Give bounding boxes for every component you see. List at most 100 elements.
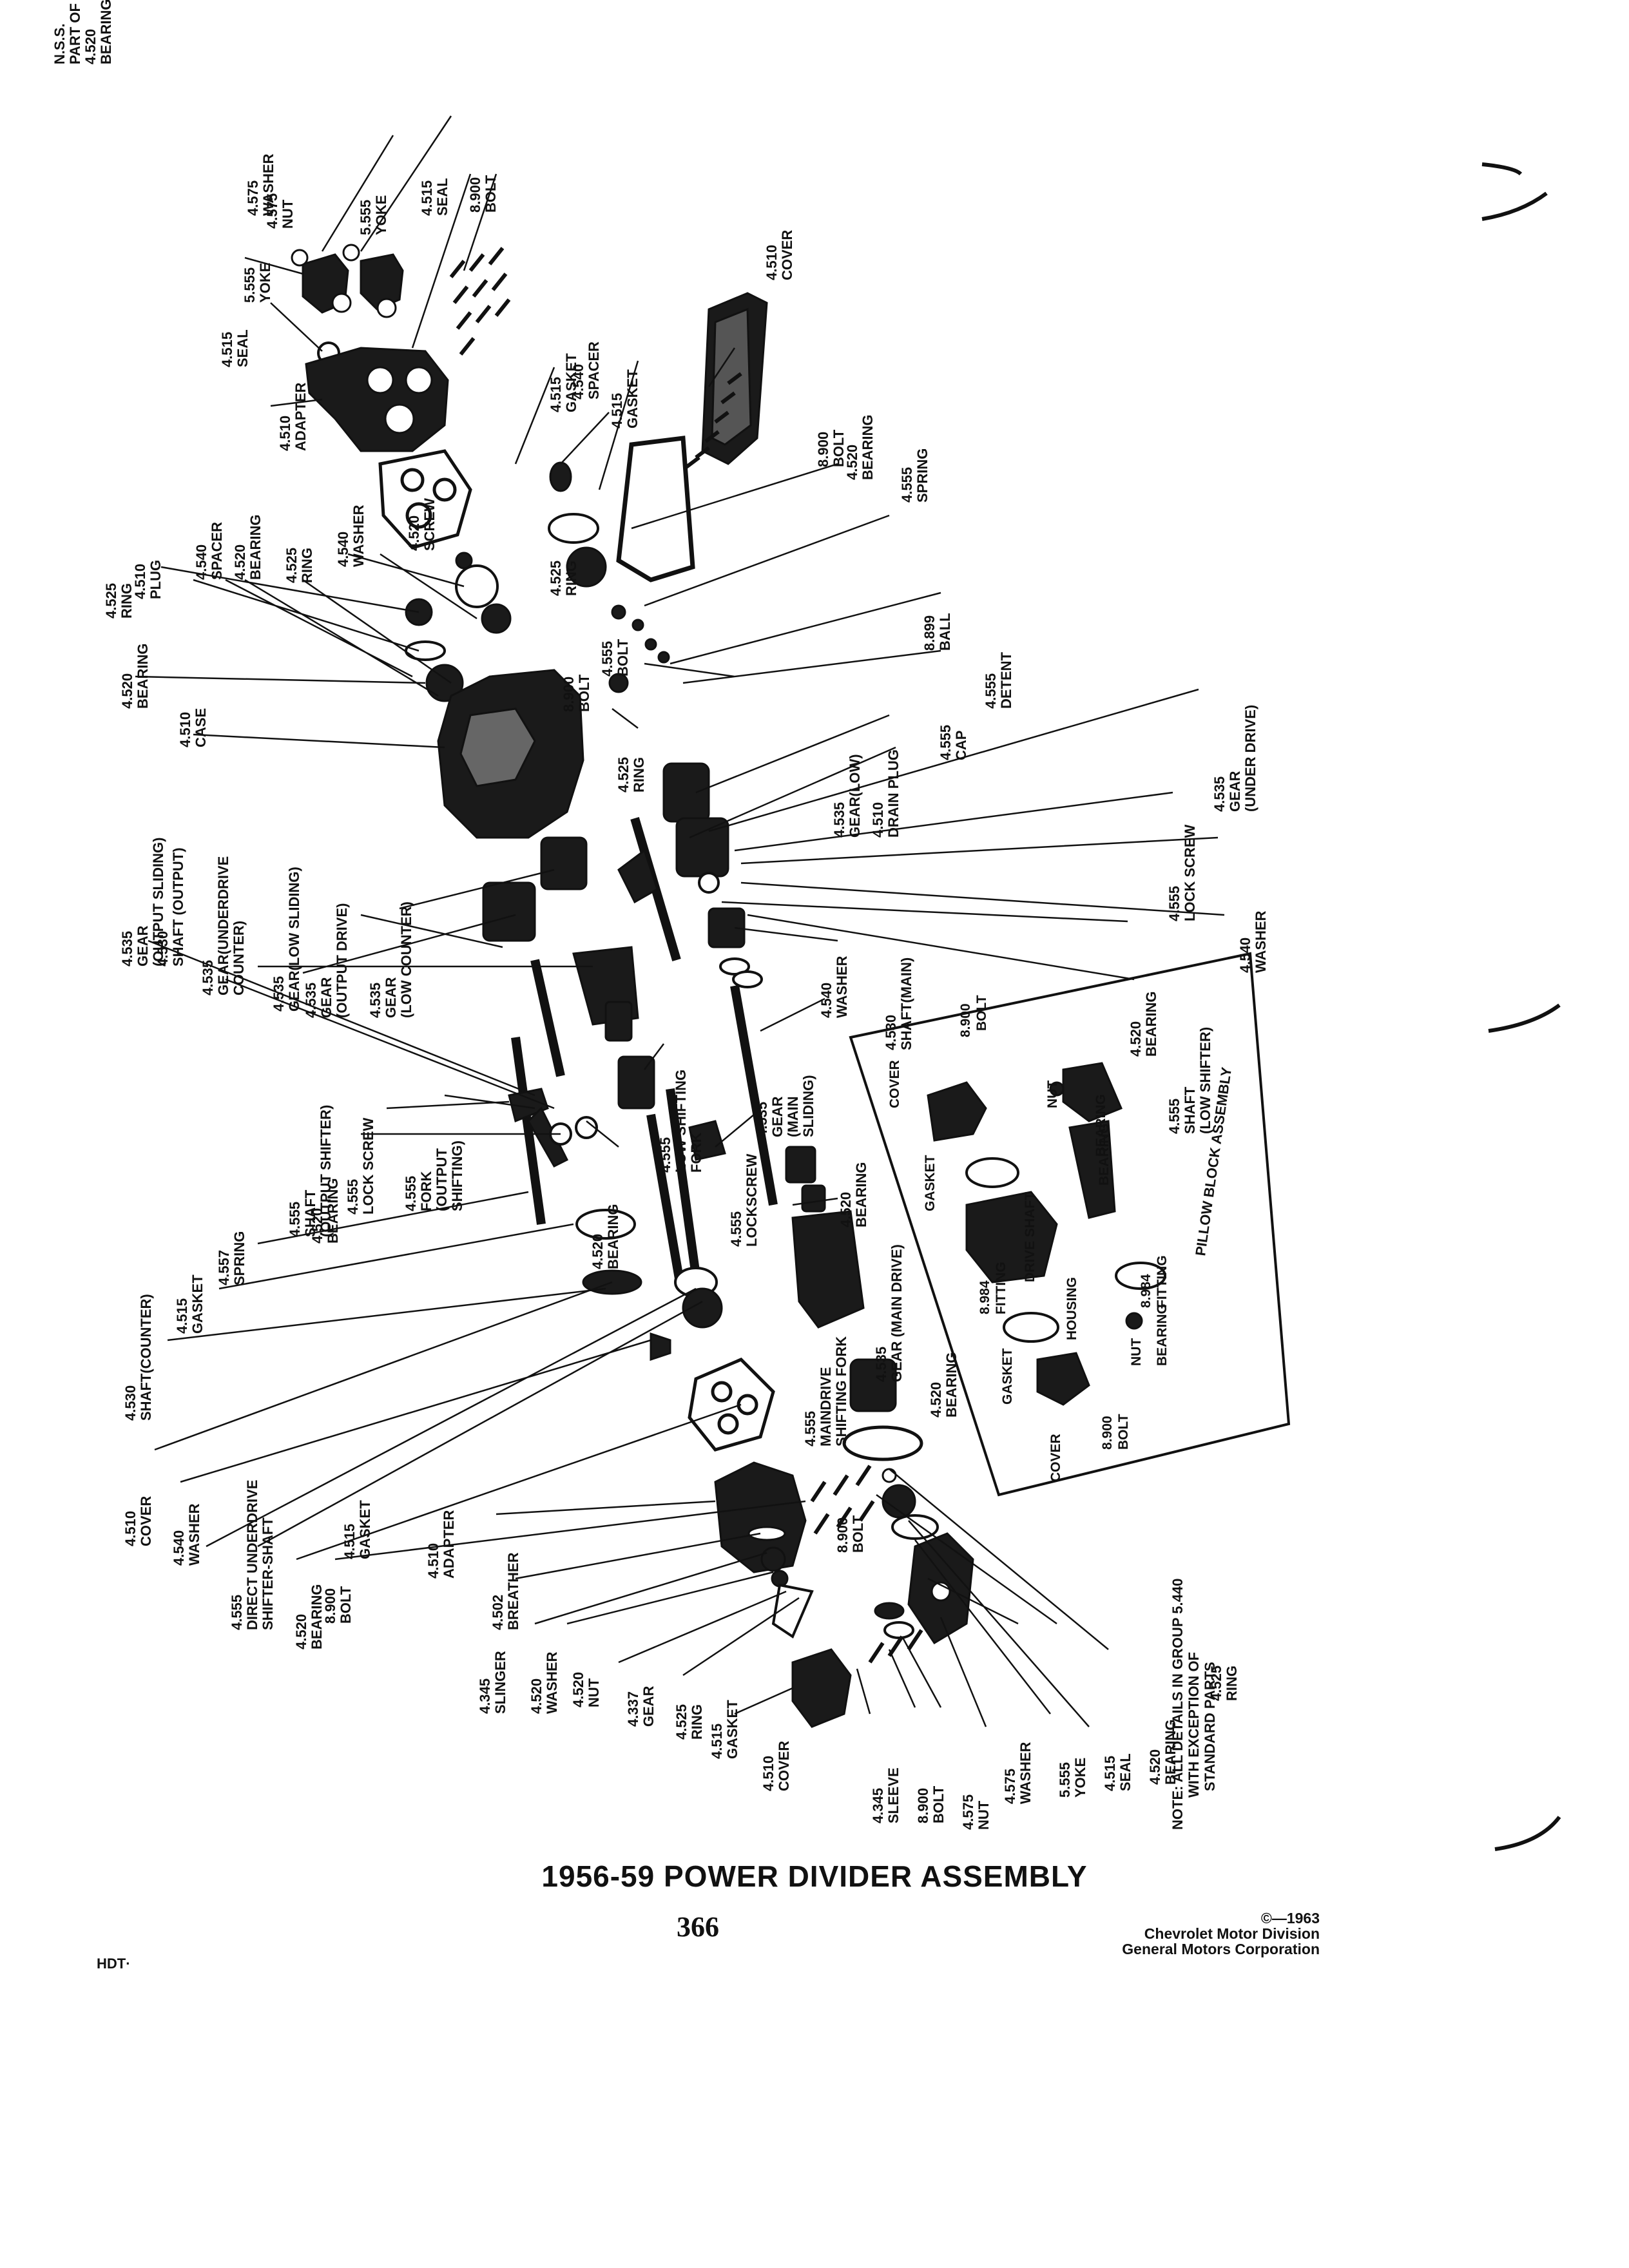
- callout-line: 4.535: [754, 1102, 770, 1137]
- callout-line: PLUG: [148, 560, 164, 599]
- callout-line: CASE: [193, 708, 209, 747]
- callout-line: 4.540: [193, 544, 209, 580]
- callout-line: SLIDING): [800, 1075, 816, 1137]
- callout-line: SHAFT (OUTPUT): [170, 847, 186, 966]
- bolt-row-cover: [685, 372, 742, 469]
- callout-line: BEARING: [605, 1204, 621, 1269]
- callout-line: 8.900: [915, 1788, 931, 1823]
- callout-line: BEARING: [1143, 992, 1159, 1057]
- callout-line: BEARING: [853, 1162, 869, 1227]
- callout-line: SEAL: [235, 329, 251, 367]
- callout-label: 4.575WASHER: [1002, 1742, 1034, 1804]
- callout-line: BOLT: [850, 1515, 866, 1553]
- callout-line: FORK: [418, 1171, 434, 1211]
- callout-line: 8.900: [561, 677, 577, 712]
- callout-label: 4.510COVER: [760, 1741, 792, 1791]
- lower-left-parts: [582, 1267, 723, 1361]
- callout-label: 8.900BOLT: [834, 1515, 866, 1553]
- callout-line: SPRING: [231, 1231, 247, 1285]
- callout-label: 4.510DRAIN PLUG: [870, 749, 901, 838]
- upper-yoke-assembly: [291, 244, 404, 365]
- callout-line: GASKET: [189, 1274, 206, 1334]
- callout-line: GEAR: [318, 977, 334, 1018]
- callout-line: SHIFTING FORK: [833, 1336, 849, 1446]
- callout-line: 4.535: [367, 983, 383, 1018]
- callout-line: RING: [631, 757, 647, 793]
- callout-label: 4.535GEAR(MAINSLIDING): [754, 1075, 816, 1137]
- callout-line: 4.525: [548, 561, 564, 596]
- callout-label: 4.520WASHER: [528, 1651, 560, 1714]
- inset-label: BEARING: [1155, 1303, 1170, 1366]
- callout-label: 4.515SEAL: [419, 178, 450, 216]
- callout-label: 5.555YOKE: [242, 263, 273, 303]
- callout-line: 4.535: [119, 931, 135, 966]
- callout-label: N.S.S.PART OF4.520BEARING: [52, 0, 114, 64]
- callout-line: 4.525: [615, 757, 631, 793]
- inset-label: BOLT: [974, 995, 989, 1031]
- callout-line: 4.540: [335, 532, 351, 567]
- margin-tag: HDT·: [97, 1956, 131, 1972]
- callout-label: 8.900BOLT: [322, 1586, 354, 1624]
- callout-line: GEAR: [1227, 771, 1243, 812]
- callout-label: 4.540SPACER: [193, 522, 225, 580]
- inset-label: NUT: [1045, 1081, 1060, 1108]
- main-case: [437, 669, 584, 839]
- callout-line: GASKET: [563, 353, 579, 412]
- callout-line: GASKET: [724, 1700, 740, 1759]
- callout-label: 4.575NUT: [264, 193, 296, 229]
- callout-line: 4.530: [883, 1015, 899, 1050]
- callout-label: 8.900BOLT: [467, 175, 499, 213]
- callout-label: 4.510ADAPTER: [425, 1510, 457, 1579]
- callout-line: 4.575: [264, 193, 280, 229]
- callout-line: WASHER: [1253, 910, 1269, 973]
- upper-gasket: [378, 449, 472, 550]
- callout-label: 4.510COVER: [764, 230, 795, 280]
- callout-label: 4.510CASE: [177, 708, 209, 747]
- callout-line: BEARING: [135, 644, 151, 709]
- callout-label: 8.900BOLT: [915, 1785, 947, 1823]
- callout-label: 4.530SHAFT(COUNTER): [122, 1294, 154, 1421]
- callout-line: YOKE: [257, 263, 273, 303]
- callout-line: 4.555: [403, 1176, 419, 1211]
- copyright-block: ©—1963 Chevrolet Motor Division General …: [1122, 1910, 1320, 1957]
- callout-label: 4.540WASHER: [335, 505, 367, 567]
- callout-label: 4.345SLINGER: [477, 1651, 508, 1714]
- note-line: NOTE: ALL DETAILS IN GROUP 5.440: [1170, 1579, 1186, 1830]
- callout-line: COVER: [776, 1741, 792, 1791]
- inset-label: COVER: [1048, 1434, 1063, 1482]
- callout-line: SLEEVE: [885, 1767, 901, 1823]
- callout-label: 4.515GASKET: [609, 369, 641, 428]
- callout-label: 4.525RING: [615, 757, 647, 793]
- copyright-year: ©—1963: [1260, 1910, 1320, 1927]
- callout-line: 4.337: [625, 1691, 641, 1727]
- callout-label: 4.515GASKET: [342, 1500, 373, 1559]
- callout-label: 4.525RING: [548, 561, 579, 596]
- callout-line: 4.520: [570, 1672, 586, 1707]
- inset-label: GASKET: [923, 1155, 938, 1211]
- callout-line: 4.540: [1237, 937, 1253, 973]
- callout-line: 4.510: [760, 1756, 776, 1791]
- inset-label: FITTING: [994, 1262, 1008, 1314]
- callout-label: 4.540WASHER: [171, 1503, 202, 1566]
- callout-line: 4.555: [728, 1211, 744, 1247]
- callout-line: 4.575: [960, 1794, 976, 1830]
- callout-line: NUT: [976, 1800, 992, 1830]
- callout-line: 4.515: [548, 377, 564, 412]
- inset-label: 8.984: [1139, 1274, 1153, 1308]
- callout-line: 4.515: [1102, 1756, 1118, 1791]
- callout-line: (OUTPUT: [434, 1148, 450, 1211]
- lower-small-parts: [747, 1526, 852, 1728]
- diagram-artwork: [135, 115, 1561, 1851]
- callout-line: 4.530: [155, 931, 171, 966]
- callout-line: BOLT: [831, 429, 847, 467]
- callout-line: SLINGER: [492, 1651, 508, 1714]
- inset-label: BEARING: [1097, 1123, 1112, 1186]
- callout-line: 4.345: [870, 1788, 886, 1823]
- shifting-forks: [508, 849, 726, 1168]
- callout-line: SHAFT: [1182, 1086, 1198, 1134]
- callout-label: 4.535GEAR(LOW): [831, 754, 863, 838]
- callout-line: SPACER: [209, 522, 225, 580]
- callout-label: 4.555SPRING: [899, 448, 930, 503]
- callout-line: LOCK SCREW: [1182, 824, 1198, 921]
- callout-line: (OUTPUT SHIFTER): [318, 1105, 334, 1237]
